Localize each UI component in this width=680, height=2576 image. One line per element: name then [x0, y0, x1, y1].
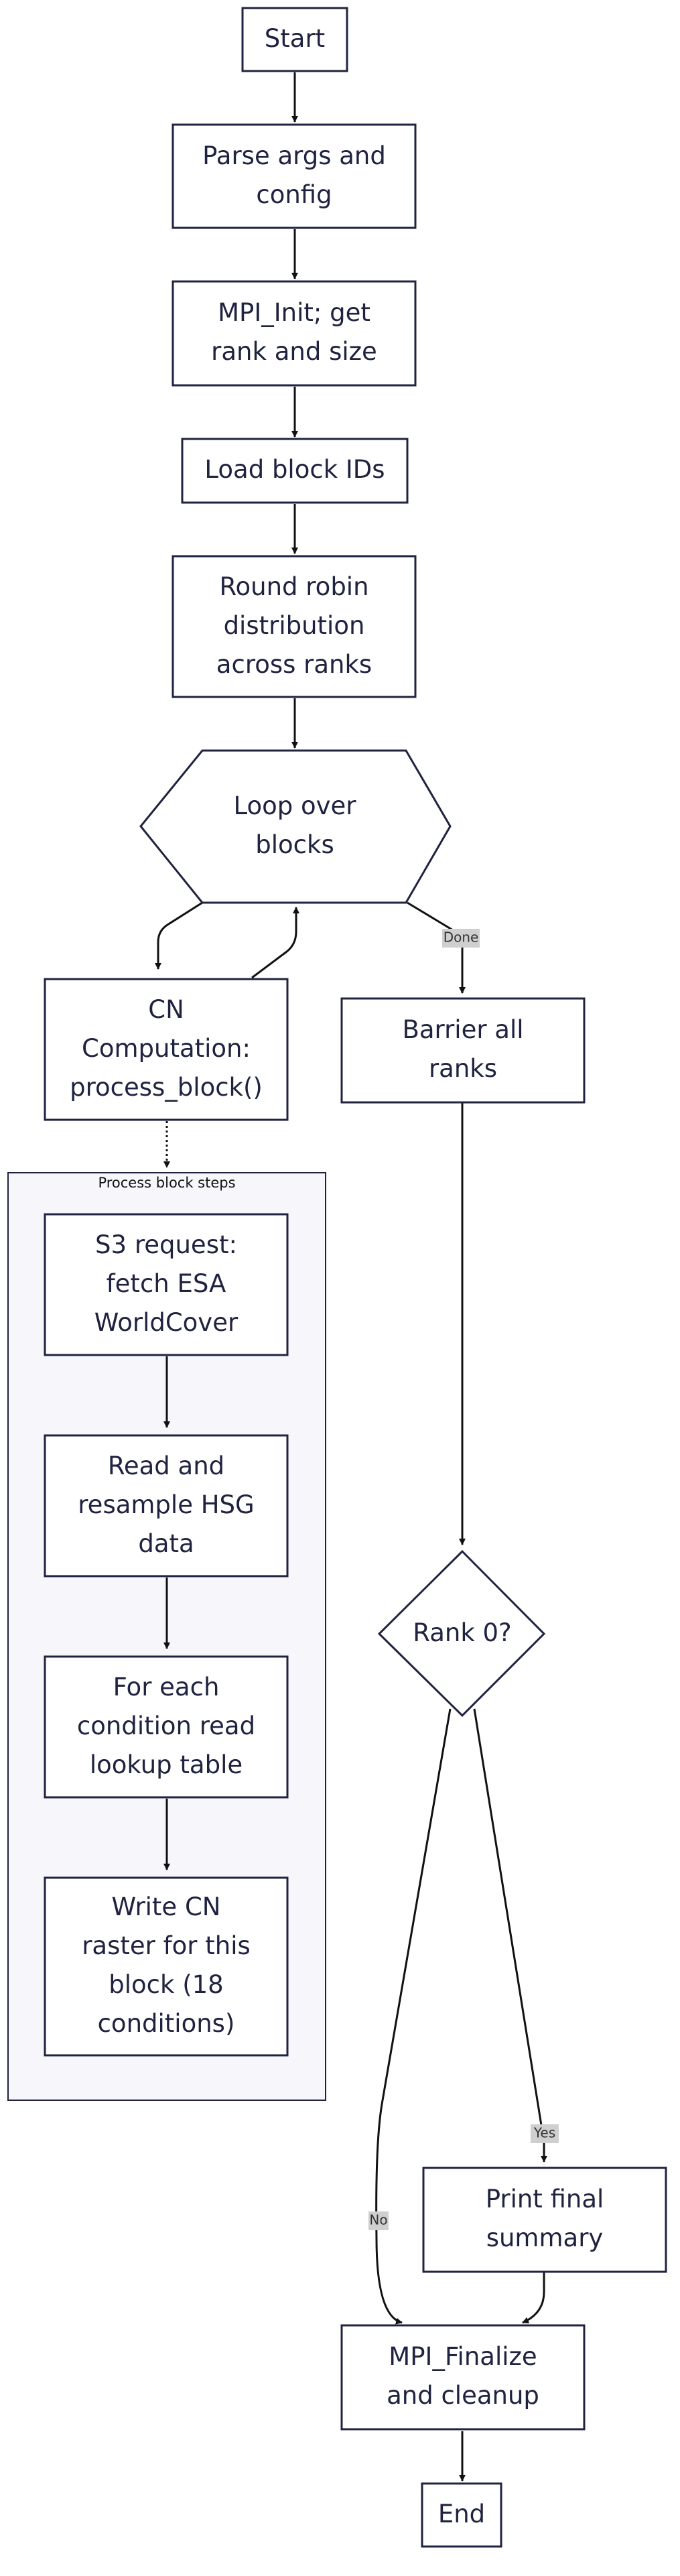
cn-comp-label-line: process_block() — [70, 1073, 263, 1102]
edge-label-done-text: Done — [444, 929, 479, 946]
edge-label-yes: Yes — [531, 2124, 559, 2143]
read-hsg-label-line: Read and — [108, 1452, 224, 1480]
cn-comp-label-line: CN — [148, 995, 184, 1024]
node-print-final-summary-label: Print final summary — [486, 2185, 604, 2252]
end-label-line: End — [438, 2500, 485, 2528]
node-read-resample-hsg-label: Read and resample HSG data — [78, 1452, 254, 1558]
mpi-init-label-line: MPI_Init; get — [218, 298, 370, 327]
write-cn-label-line: Write CN — [112, 1892, 221, 1921]
edge-rank0-finalize — [375, 1708, 452, 2325]
node-write-cn-raster: Write CN raster for this block (18 conditio… — [44, 1876, 289, 2057]
node-barrier-all-ranks-label: Barrier all ranks — [402, 1015, 523, 1083]
node-cn-computation: CN Computation: process_block() — [44, 978, 289, 1121]
cluster-label: Process block steps — [98, 1175, 235, 1191]
node-rank0-decision: Rank 0? — [377, 1549, 546, 1718]
finalize-label-line: MPI_Finalize — [389, 2342, 537, 2371]
write-cn-label-line: block (18 — [109, 1970, 223, 1999]
edge-label-no: No — [368, 2211, 389, 2230]
node-lookup-table-label: For each condition read lookup table — [77, 1673, 255, 1779]
write-cn-label-line: raster for this — [82, 1931, 251, 1960]
print-summary-label-line: Print final — [486, 2185, 604, 2213]
s3-label-line: S3 request: — [95, 1230, 237, 1259]
node-write-cn-raster-label: Write CN raster for this block (18 conditio… — [82, 1892, 251, 2038]
start-label-line: Start — [265, 24, 325, 53]
write-cn-label-line: conditions) — [98, 2009, 235, 2038]
node-print-final-summary: Print final summary — [422, 2167, 667, 2273]
round-robin-label-line: distribution — [224, 611, 365, 640]
s3-label-line: WorldCover — [94, 1308, 239, 1337]
edge-print-finalize — [522, 2272, 545, 2324]
round-robin-label-line: across ranks — [216, 650, 372, 679]
barrier-label-line: Barrier all — [402, 1015, 523, 1044]
node-start-label: Start — [265, 24, 325, 53]
node-lookup-table: For each condition read lookup table — [44, 1655, 289, 1799]
node-parse-args-label: Parse args and config — [202, 141, 386, 209]
barrier-label-line: ranks — [429, 1054, 497, 1083]
read-hsg-label-line: data — [138, 1529, 194, 1558]
s3-label-line: fetch ESA — [107, 1269, 226, 1298]
loop-label-line: Loop over — [234, 791, 357, 820]
finalize-label-line: and cleanup — [387, 2381, 539, 2410]
node-s3-request: S3 request: fetch ESA WorldCover — [44, 1213, 289, 1356]
edge-label-done: Done — [442, 929, 480, 948]
edge-label-yes-text: Yes — [533, 2125, 555, 2141]
node-end-label: End — [438, 2500, 485, 2528]
node-read-resample-hsg: Read and resample HSG data — [44, 1434, 289, 1577]
read-hsg-label-line: resample HSG — [78, 1490, 254, 1519]
node-loop-over-blocks-label: Loop over blocks — [234, 791, 357, 859]
lookup-label-line: lookup table — [90, 1750, 243, 1779]
node-barrier-all-ranks: Barrier all ranks — [340, 997, 586, 1104]
node-mpi-init: MPI_Init; get rank and size — [172, 280, 417, 387]
load-ids-label-line: Load block IDs — [204, 455, 385, 484]
print-summary-label-line: summary — [486, 2224, 604, 2252]
node-load-block-ids: Load block IDs — [181, 438, 409, 504]
mpi-init-label-line: rank and size — [211, 337, 377, 366]
node-load-block-ids-label: Load block IDs — [204, 455, 385, 484]
node-s3-request-label: S3 request: fetch ESA WorldCover — [94, 1230, 239, 1337]
node-start: Start — [241, 7, 348, 72]
edge-loop-barrier — [407, 901, 466, 994]
node-loop-over-blocks: Loop over blocks — [139, 749, 452, 904]
node-round-robin: Round robin distribution across ranks — [172, 555, 417, 698]
node-rank0-decision-label: Rank 0? — [413, 1618, 511, 1647]
round-robin-label-line: Round robin — [219, 572, 368, 601]
edge-rank0-print — [473, 1708, 547, 2163]
loop-label-line: blocks — [255, 830, 334, 859]
node-parse-args: Parse args and config — [172, 123, 417, 229]
edge-loop-cncomp — [155, 901, 203, 970]
node-round-robin-label: Round robin distribution across ranks — [216, 572, 372, 679]
rank0-label-line: Rank 0? — [413, 1618, 511, 1647]
edge-label-no-text: No — [369, 2212, 387, 2228]
lookup-label-line: For each — [113, 1673, 220, 1701]
lookup-label-line: condition read — [77, 1712, 255, 1740]
node-end: End — [421, 2482, 502, 2548]
node-cn-computation-label: CN Computation: process_block() — [70, 995, 263, 1102]
node-mpi-init-label: MPI_Init; get rank and size — [211, 298, 377, 366]
parse-label-line: config — [256, 180, 332, 209]
parse-label-line: Parse args and — [202, 141, 386, 170]
edge-cncomp-loop — [251, 907, 299, 979]
cn-comp-label-line: Computation: — [82, 1034, 251, 1063]
